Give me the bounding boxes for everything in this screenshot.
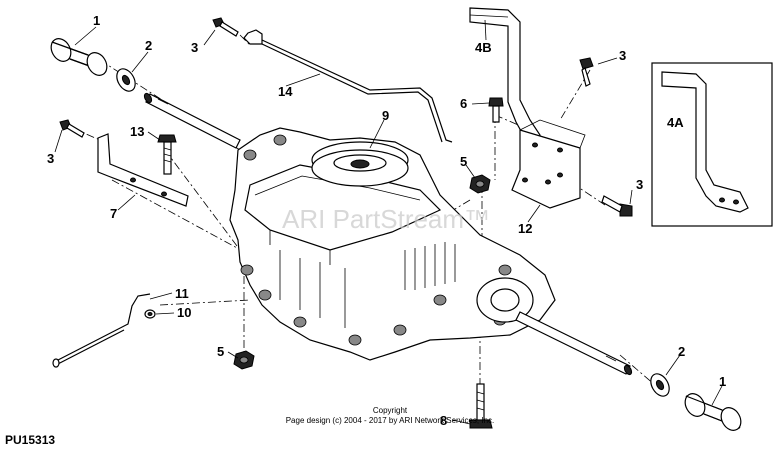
bolt-8 bbox=[469, 383, 493, 429]
bolt-13 bbox=[157, 134, 177, 175]
callout-7: 7 bbox=[110, 206, 117, 221]
copyright-line-2: Page design (c) 2004 - 2017 by ARI Netwo… bbox=[286, 416, 495, 425]
washer-top bbox=[116, 68, 136, 92]
callout-3-left: 3 bbox=[47, 151, 54, 166]
control-rod bbox=[243, 29, 453, 143]
axle-sleeve-top bbox=[50, 38, 108, 76]
callout-5-bottom: 5 bbox=[217, 344, 224, 359]
callout-4b: 4B bbox=[475, 40, 492, 55]
callout-1-top: 1 bbox=[93, 13, 100, 28]
callout-10: 10 bbox=[177, 305, 191, 320]
callout-6: 6 bbox=[460, 96, 467, 111]
callout-11: 11 bbox=[175, 286, 189, 301]
callout-2-top: 2 bbox=[145, 38, 152, 53]
inset-4a bbox=[651, 62, 773, 227]
callout-12: 12 bbox=[518, 221, 532, 236]
callout-3-topleft: 3 bbox=[191, 40, 198, 55]
bolt-topleft bbox=[212, 17, 239, 37]
bolt-topright bbox=[579, 57, 594, 87]
bolt-right bbox=[601, 195, 633, 217]
copyright-line-1: Copyright bbox=[373, 406, 408, 415]
bolt-6 bbox=[488, 97, 504, 123]
watermark-text: ARI PartStream™ bbox=[282, 204, 490, 234]
transmission-housing bbox=[229, 127, 556, 361]
bracket-12 bbox=[511, 119, 586, 209]
axle-right bbox=[515, 311, 633, 376]
callout-labels: 1 2 3 14 9 13 3 7 4B 3 6 5 3 12 4A 11 10… bbox=[47, 13, 726, 428]
callout-3-topright: 3 bbox=[619, 48, 626, 63]
callout-2-bottom: 2 bbox=[678, 344, 685, 359]
diagram-code: PU15313 bbox=[5, 433, 55, 447]
callout-13: 13 bbox=[130, 124, 144, 139]
callout-14: 14 bbox=[278, 84, 293, 99]
callout-5-mid: 5 bbox=[460, 154, 467, 169]
callout-1-bottom: 1 bbox=[719, 374, 726, 389]
callout-8: 8 bbox=[440, 413, 447, 428]
nut-bottom bbox=[233, 350, 255, 370]
callout-3-right: 3 bbox=[636, 177, 643, 192]
callout-4a: 4A bbox=[667, 115, 684, 130]
nut-mid bbox=[469, 174, 491, 194]
bracket-4b bbox=[469, 7, 541, 146]
callout-9: 9 bbox=[382, 108, 389, 123]
washer-bottom bbox=[650, 373, 670, 397]
bracket-7 bbox=[97, 133, 189, 207]
bolt-left bbox=[59, 119, 85, 138]
leader-lines bbox=[54, 19, 723, 425]
axle-left bbox=[143, 92, 241, 149]
linkage-rod bbox=[52, 293, 156, 368]
axle-sleeve-bottom bbox=[684, 393, 742, 431]
